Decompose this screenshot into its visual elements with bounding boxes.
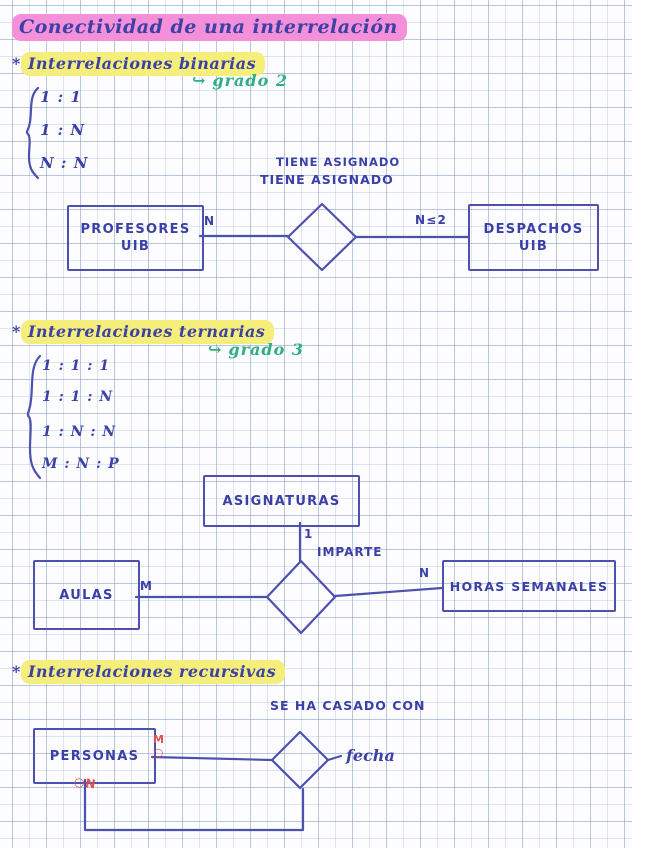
grade-note-text: grado 2 [212, 71, 288, 90]
attribute-tick-fecha [326, 754, 343, 762]
grade-note-binarias: ↪ grado 2 [192, 71, 288, 90]
cardinality-list-item: 1 : 1 : N [42, 389, 114, 405]
asterisk-mark: * [12, 54, 21, 73]
heading-binarias-highlight: Interrelaciones binarias [20, 52, 266, 76]
cardinality-label-n: N [419, 566, 431, 580]
entity-label-line1: DESPACHOS [483, 221, 584, 237]
grade-note-ternarias: ↪ grado 3 [208, 340, 304, 359]
entity-aulas: AULAS [33, 560, 140, 630]
cardinality-list-item: N : N [40, 154, 89, 172]
entity-label: ASIGNATURAS [222, 493, 341, 509]
section-heading-binarias: *Interrelaciones binarias [12, 52, 266, 76]
cardinality-list-item: M : N : P [42, 456, 120, 472]
relationship-diamond-imparte [265, 559, 337, 635]
heading-recursivas-highlight: Interrelaciones recursivas [20, 660, 286, 684]
entity-label: HORAS SEMANALES [449, 578, 609, 594]
entity-label-line2: UIB [120, 239, 151, 254]
recursive-loop-line [83, 778, 305, 832]
relationship-name-line2: TIENE ASIGNADO [260, 172, 394, 187]
cardinality-list-item: 1 : 1 : 1 [42, 358, 111, 374]
entity-label: AULAS [59, 587, 114, 603]
connector-diamond-horas [333, 586, 444, 598]
cardinality-label-n-leq-2: N≤2 [415, 213, 448, 227]
relationship-name-casado: SE HA CASADO CON [270, 698, 426, 713]
cardinality-marker-n: ○N [73, 775, 97, 792]
relationship-name-imparte: IMPARTE [317, 545, 383, 559]
entity-asignaturas: ASIGNATURAS [203, 475, 360, 527]
page-right-margin [632, 0, 646, 848]
entity-label: PERSONAS [49, 748, 140, 764]
cardinality-label-1: 1 [304, 527, 314, 541]
entity-horas-semanales: HORAS SEMANALES [442, 560, 616, 612]
cardinality-list-item: 1 : 1 [40, 88, 82, 106]
cardinality-label-n: N [204, 214, 216, 228]
brace-binarias [25, 86, 40, 180]
cardinality-label-m-red: M [153, 733, 164, 746]
connector-personas-diamond [150, 755, 274, 762]
cardinality-list-item: 1 : N : N [42, 424, 117, 440]
relationship-diamond-tiene-asignado [286, 202, 358, 272]
asterisk-mark: * [12, 662, 21, 681]
entity-label-line1: PROFESORES [80, 222, 191, 237]
cardinality-label-n-red: N [84, 776, 98, 792]
attribute-fecha: fecha [346, 746, 395, 765]
entity-despachos: DESPACHOS UIB [468, 204, 599, 271]
page-title: Conectividad de una interrelación [12, 14, 407, 41]
asterisk-mark: * [12, 322, 21, 341]
cardinality-list-item: 1 : N [40, 121, 86, 139]
heading-ternarias-highlight: Interrelaciones ternarias [20, 320, 275, 344]
relationship-name-line1: TIENE ASIGNADO [276, 155, 401, 169]
entity-personas: PERSONAS [33, 728, 156, 784]
grade-arrow-icon: ↪ [208, 340, 223, 359]
cardinality-label-m: M [140, 579, 154, 593]
connection-circle-marker: ○ [153, 746, 164, 759]
cardinality-marker-m: M ○ [153, 733, 164, 759]
page-title-highlight: Conectividad de una interrelación [12, 14, 407, 41]
brace-ternarias [26, 354, 42, 480]
section-heading-recursivas: *Interrelaciones recursivas [12, 660, 286, 684]
grade-note-text: grado 3 [228, 340, 304, 359]
entity-profesores: PROFESORES UIB [67, 205, 204, 271]
relationship-diamond-casado [270, 730, 330, 790]
grade-arrow-icon: ↪ [192, 71, 207, 90]
entity-label-line2: UIB [518, 238, 549, 254]
section-heading-ternarias: *Interrelaciones ternarias [12, 320, 275, 344]
